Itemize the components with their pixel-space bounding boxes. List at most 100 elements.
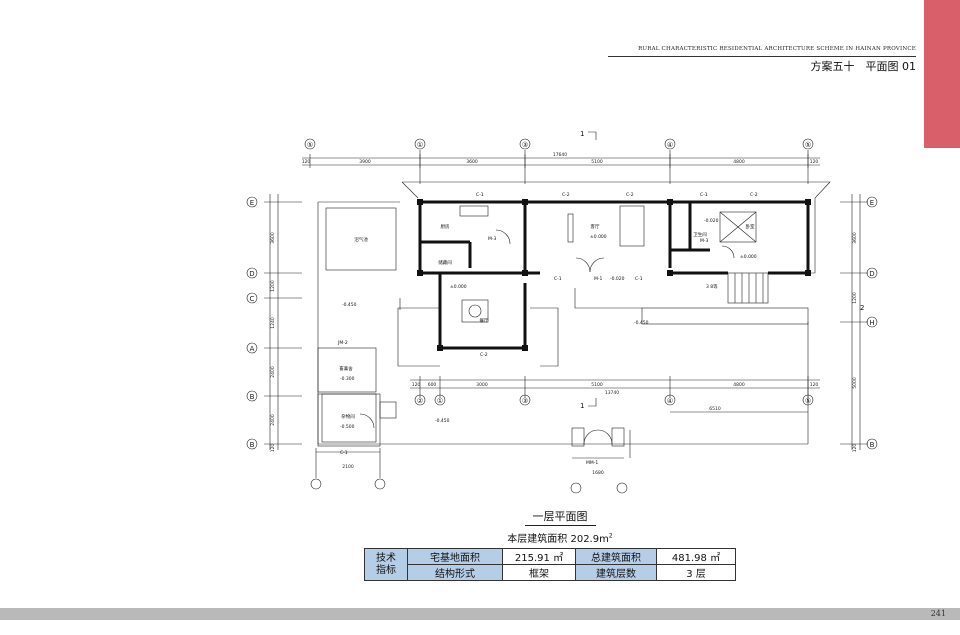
axis-bottom-1: ② bbox=[417, 397, 423, 405]
plan-caption: 一层平面图 本层建筑面积 202.9m2 bbox=[480, 505, 640, 545]
axis-bottom-5: ⑤ bbox=[805, 397, 811, 405]
dim-top-3: 3600 bbox=[466, 159, 478, 165]
tech-cell-structure-label: 结构形式 bbox=[407, 564, 503, 581]
door-kitchen: M-3 bbox=[488, 236, 497, 242]
dim-bottom-5: 4800 bbox=[733, 382, 745, 388]
tech-cell-site-area-value: 215.91 ㎡ bbox=[502, 548, 576, 565]
window-c2-c: C-2 bbox=[750, 192, 758, 198]
tech-cell-floors-label: 建筑层数 bbox=[575, 564, 657, 581]
axis-left-b2: B bbox=[250, 441, 255, 449]
elev-yard: -0.450 bbox=[342, 302, 357, 308]
dim-bottom-2: 600 bbox=[428, 382, 437, 388]
door-gate: MM-1 bbox=[586, 460, 598, 466]
axis-left-b1: B bbox=[250, 393, 255, 401]
room-kitchen: 厨房 bbox=[441, 223, 450, 230]
dim-2100: 2100 bbox=[342, 464, 354, 470]
axis-left-d: D bbox=[249, 270, 254, 278]
room-animal: 畜禽舍 bbox=[339, 365, 353, 372]
tech-row-1: 技术指标 宅基地面积 215.91 ㎡ 总建筑面积 481.98 ㎡ bbox=[364, 548, 736, 581]
chapter-tab bbox=[924, 0, 960, 148]
door-main: M-1 bbox=[594, 276, 603, 282]
dim-bottom-4: 5100 bbox=[591, 382, 603, 388]
window-c1-d: C-1 bbox=[635, 276, 643, 282]
elev-animal: -0.300 bbox=[340, 376, 355, 382]
door-animal: JM-2 bbox=[337, 340, 348, 346]
tech-label: 技术指标 bbox=[364, 548, 408, 581]
dim-right-1: 3600 bbox=[852, 232, 858, 244]
dim-right-2: 1200 bbox=[852, 292, 858, 304]
dim-bottom-total: 13740 bbox=[605, 390, 619, 396]
tech-label-l2: 指标 bbox=[376, 564, 396, 576]
axis-top-1: ⑤ bbox=[307, 141, 313, 149]
room-living: 客厅 bbox=[591, 223, 600, 230]
elev-bedroom: ±0.000 bbox=[740, 254, 757, 260]
floor-area-unit-sup: 2 bbox=[608, 532, 613, 540]
plan-title: 一层平面图 bbox=[524, 508, 596, 526]
stair-label: 3 8等 bbox=[706, 283, 718, 290]
tech-label-l1: 技术 bbox=[376, 552, 396, 564]
dim-6510: 6510 bbox=[709, 406, 721, 412]
room-storage: 储藏间 bbox=[438, 259, 452, 266]
window-c2-a: C-2 bbox=[562, 192, 570, 198]
section-mark-right: 2 bbox=[860, 304, 864, 312]
footer-bar bbox=[0, 608, 960, 620]
tech-cell-site-area-label: 宅基地面积 bbox=[407, 548, 503, 565]
axis-left-e: E bbox=[250, 199, 254, 207]
axis-left-a: A bbox=[250, 345, 255, 353]
tech-cell-structure-value: 框架 bbox=[502, 564, 576, 581]
dim-top-total: 17640 bbox=[553, 152, 567, 158]
axis-bottom-2: ① bbox=[437, 397, 443, 405]
dim-bottom-6: 120 bbox=[810, 382, 819, 388]
page-number: 241 bbox=[930, 609, 946, 618]
dim-bottom-3: 3000 bbox=[476, 382, 488, 388]
window-c1-a: C-1 bbox=[476, 192, 484, 198]
door-bath: M-3 bbox=[700, 238, 709, 244]
axis-right-b: B bbox=[870, 441, 875, 449]
window-c1-c: C-1 bbox=[554, 276, 562, 282]
axis-top-4: ④ bbox=[667, 141, 673, 149]
header-rule bbox=[608, 56, 916, 57]
tech-row-2: 结构形式 框架 建筑层数 3 层 bbox=[365, 564, 736, 581]
room-bedroom: 卧室 bbox=[746, 223, 755, 230]
axis-right-e: E bbox=[870, 199, 874, 207]
tech-cell-total-area-value: 481.98 ㎡ bbox=[656, 548, 736, 565]
elev-entry: -0.020 bbox=[610, 276, 625, 282]
axis-top-5: ⑤ bbox=[805, 141, 811, 149]
axis-top-3: ③ bbox=[522, 141, 528, 149]
dim-1680: 1680 bbox=[592, 470, 604, 476]
tech-table: 技术指标 宅基地面积 215.91 ㎡ 总建筑面积 481.98 ㎡ 结构形式 … bbox=[364, 548, 736, 581]
room-shed: 杂物间 bbox=[341, 413, 355, 420]
axis-right-d: D bbox=[869, 270, 874, 278]
header-subtitle-en: RURAL CHARACTERISTIC RESIDENTIAL ARCHITE… bbox=[638, 46, 916, 52]
window-c2-b: C-2 bbox=[626, 192, 634, 198]
elev-front: -0.450 bbox=[435, 418, 450, 424]
floor-area-text: 本层建筑面积 202.9m bbox=[507, 534, 609, 545]
axis-right-h: H bbox=[869, 319, 874, 327]
dim-left-1: 3600 bbox=[270, 232, 276, 244]
section-mark-bottom: 1 bbox=[580, 402, 584, 410]
elev-living: ±0.000 bbox=[590, 234, 607, 240]
section-mark-top: 1 bbox=[580, 130, 584, 138]
dim-right-3: 5000 bbox=[852, 377, 858, 389]
room-septic: 沼气池 bbox=[354, 236, 368, 243]
page-title: 方案五十 平面图 01 bbox=[810, 60, 917, 73]
axis-bottom-3: ③ bbox=[522, 397, 528, 405]
room-bath: 卫生间 bbox=[693, 231, 707, 238]
dim-top-5: 4800 bbox=[733, 159, 745, 165]
axis-top-2: ① bbox=[417, 141, 423, 149]
dim-left-2: 1200 bbox=[270, 280, 276, 292]
dim-top-4: 5100 bbox=[591, 159, 603, 165]
window-c1-b: C-1 bbox=[700, 192, 708, 198]
dim-right-4: 120 bbox=[852, 444, 858, 453]
dim-top-1: 120 bbox=[302, 159, 311, 165]
elev-terrace: -0.450 bbox=[634, 320, 649, 326]
window-c1-e: C-1 bbox=[340, 450, 348, 456]
floor-area: 本层建筑面积 202.9m2 bbox=[480, 530, 640, 545]
floor-plan-drawing: ⑤ ① ③ ④ ⑤ ② ① ③ ④ ⑤ E D C A B B bbox=[246, 130, 878, 494]
axis-left-c: C bbox=[250, 295, 255, 303]
dim-top-6: 120 bbox=[810, 159, 819, 165]
elev-dining: ±0.000 bbox=[450, 284, 467, 290]
dim-left-5: 2400 bbox=[270, 414, 276, 426]
elev-bath: -0.020 bbox=[704, 218, 719, 224]
axis-bottom-4: ④ bbox=[667, 397, 673, 405]
